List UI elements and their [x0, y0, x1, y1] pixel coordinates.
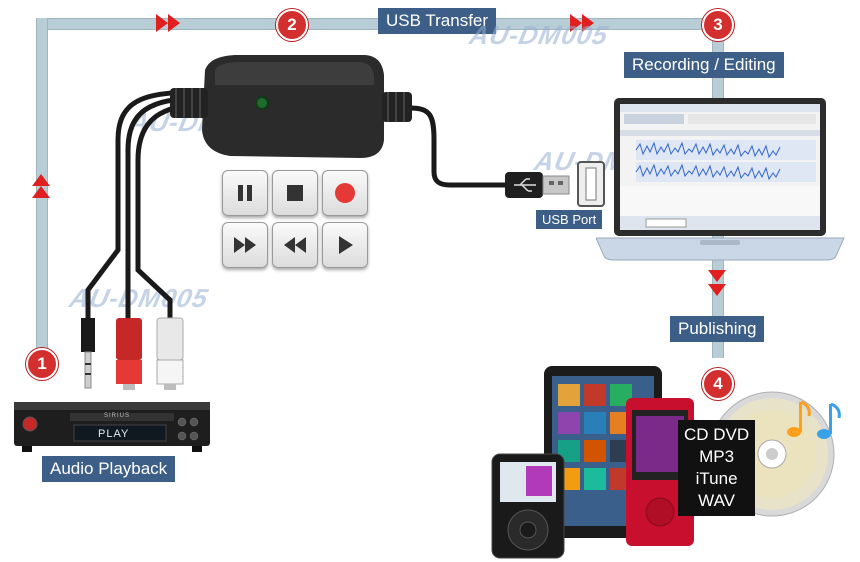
usb-cable [409, 105, 505, 188]
arrow-up-icon [32, 174, 50, 186]
stop-icon [287, 185, 303, 201]
arrow-down-icon [708, 284, 726, 296]
play-icon [339, 236, 353, 254]
stop-button[interactable] [272, 170, 318, 216]
audio-playback-label: Audio Playback [42, 456, 176, 482]
format-item: iTune [695, 469, 738, 488]
format-item: WAV [698, 491, 735, 510]
record-button[interactable] [322, 170, 368, 216]
output-formats-box: CD DVD MP3 iTune WAV [678, 420, 756, 516]
player-display-text: PLAY [98, 428, 130, 440]
arrow-right-icon [156, 14, 168, 32]
laptop-base [596, 237, 845, 261]
music-notes-icon [787, 400, 841, 439]
fast-forward-button[interactable] [222, 222, 268, 268]
aux-plug-tip [84, 351, 92, 389]
power-button-icon [22, 416, 38, 432]
led-indicator-icon [255, 96, 269, 110]
step-1-badge: 1 [26, 348, 58, 380]
player-brand-text: SIRIUS [104, 413, 131, 419]
aux-plug-body [81, 318, 95, 352]
step-3-badge: 3 [702, 9, 734, 41]
rca-red-plug [116, 318, 142, 360]
usb-transfer-label: USB Transfer [378, 8, 497, 34]
pause-button[interactable] [222, 170, 268, 216]
fast-forward-icon [234, 237, 256, 253]
publishing-label: Publishing [670, 316, 765, 342]
capture-device-highlight [215, 62, 374, 85]
rewind-button[interactable] [272, 222, 318, 268]
format-item: MP3 [699, 447, 735, 466]
player-display [73, 424, 167, 442]
laptop-illustration [596, 98, 845, 261]
rewind-icon [284, 237, 306, 253]
pause-icon [238, 185, 252, 201]
recording-editing-label: Recording / Editing [624, 52, 784, 78]
arrow-right-icon [168, 14, 180, 32]
step-2-badge: 2 [276, 9, 308, 41]
step-4-badge: 4 [702, 368, 734, 400]
usb-port-label: USB Port [536, 210, 603, 229]
record-icon [335, 183, 355, 203]
play-button[interactable] [322, 222, 368, 268]
arrow-right-icon [570, 14, 582, 32]
usb-plug-metal [542, 175, 570, 195]
arrow-down-icon [708, 270, 726, 282]
rca-white-plug [156, 317, 184, 361]
publishing-devices-illustration [491, 366, 841, 559]
arrow-right-icon [582, 14, 594, 32]
disc-tray [70, 413, 174, 421]
dvd-player-illustration [14, 402, 210, 452]
format-item: CD DVD [684, 425, 750, 444]
usb-symbol-icon [514, 178, 536, 192]
arrow-up-icon [32, 186, 50, 198]
strain-relief-left [170, 88, 208, 118]
